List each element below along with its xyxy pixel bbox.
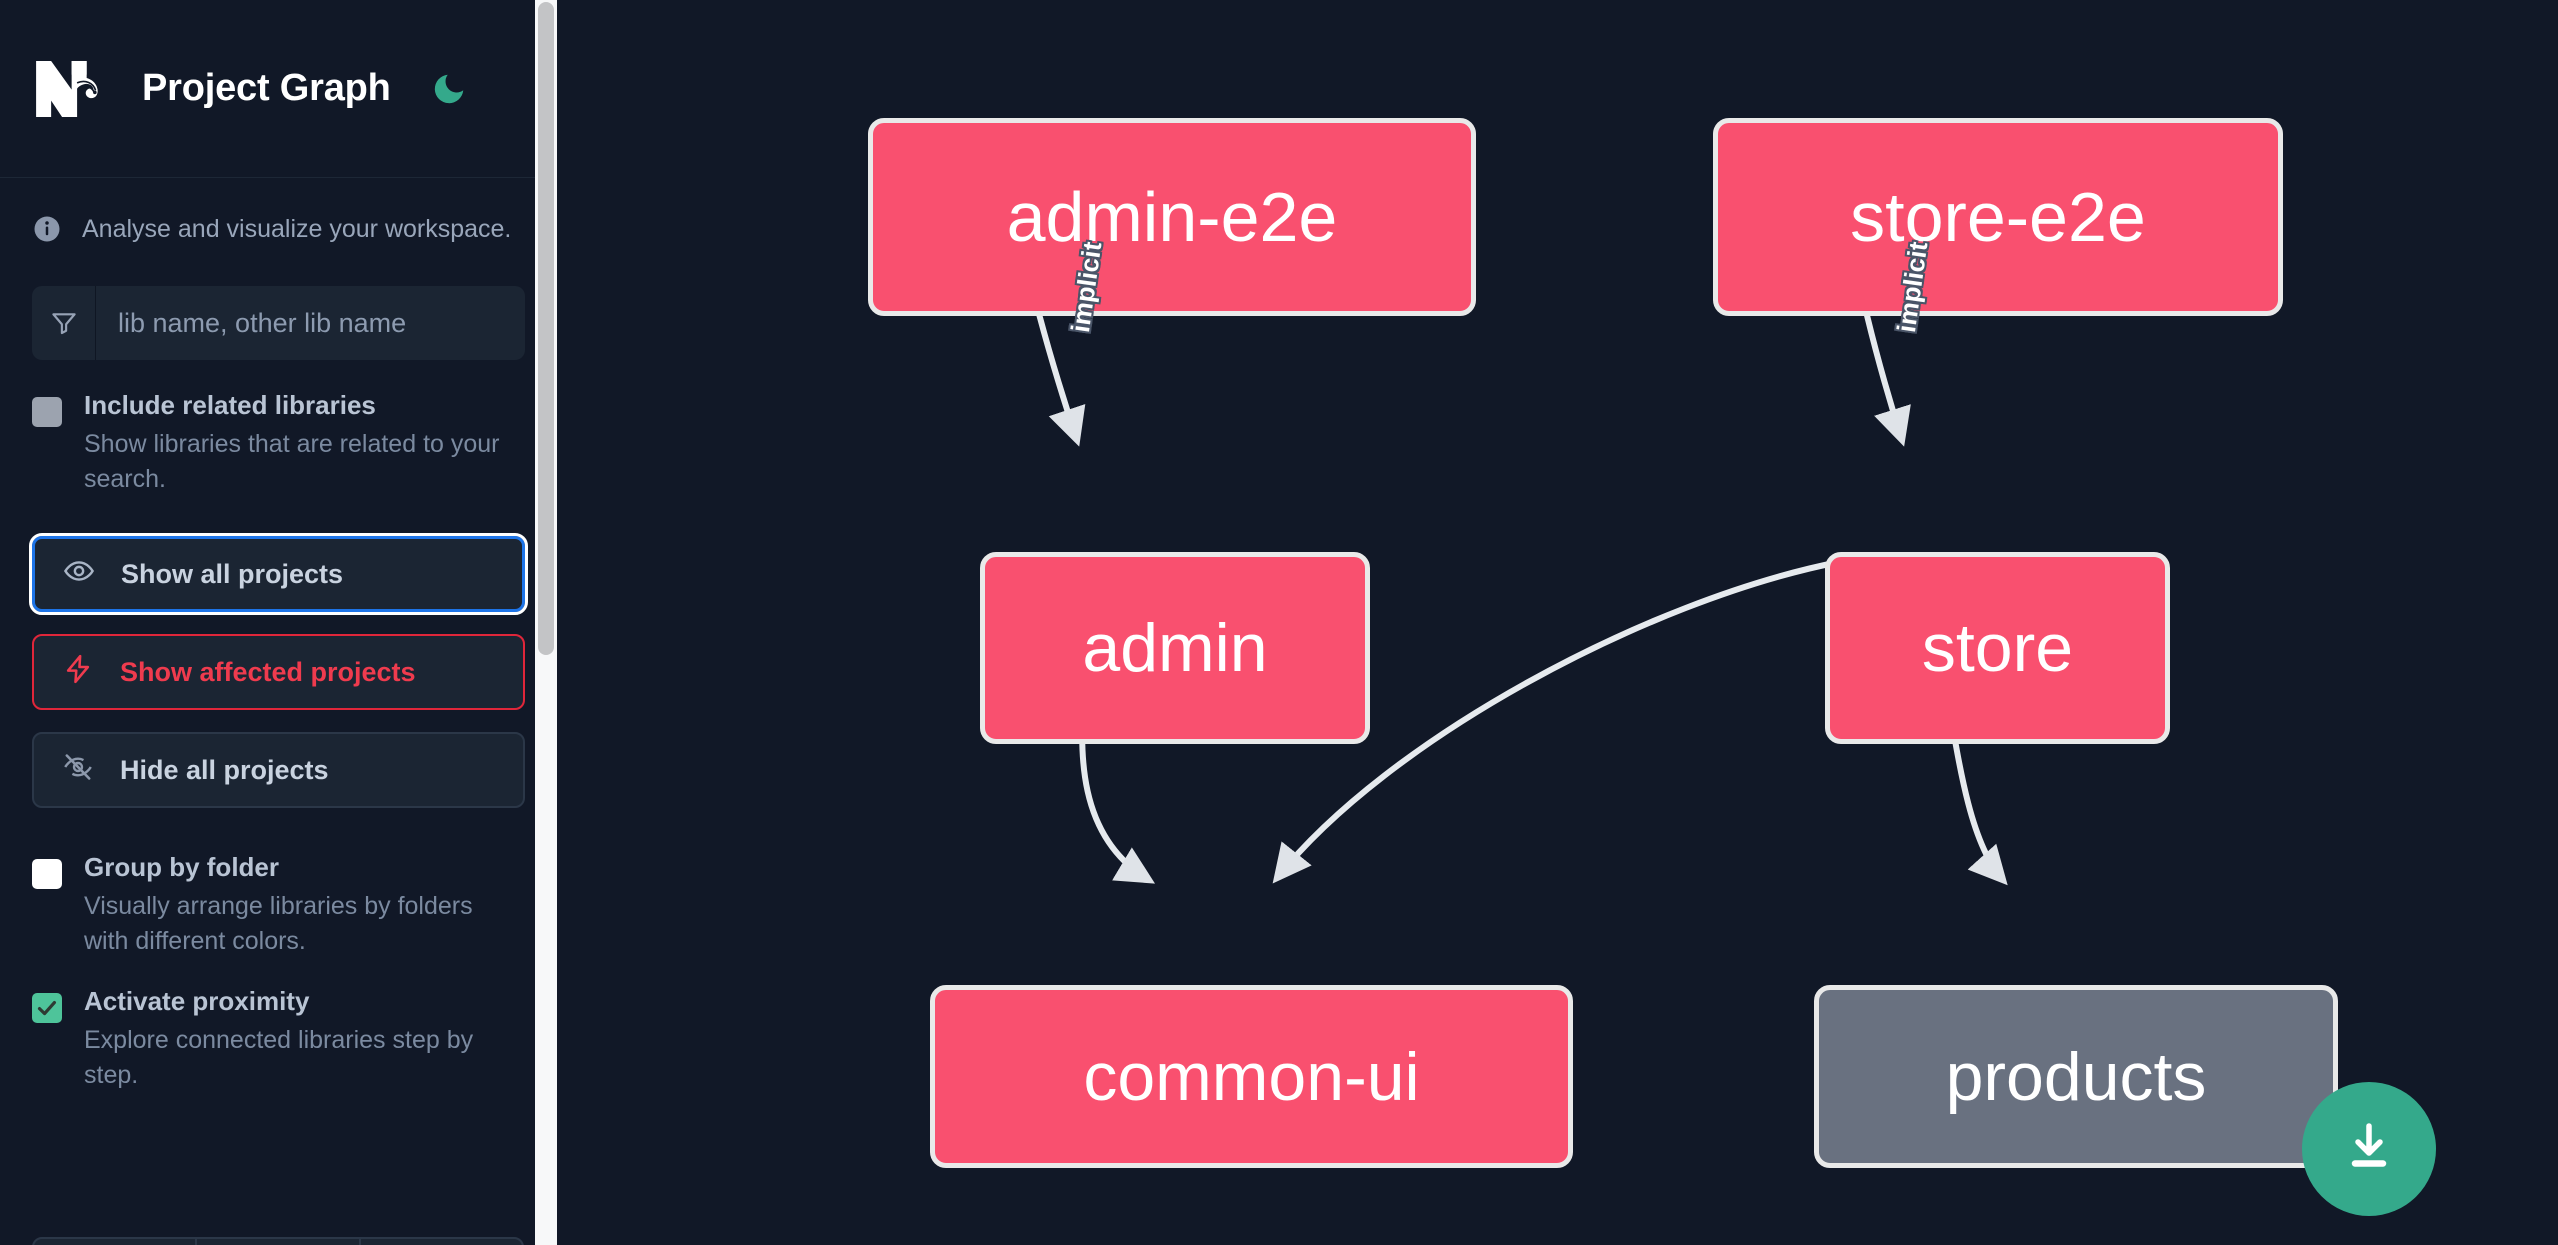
filter-box [32, 286, 525, 360]
segment-2[interactable] [197, 1239, 361, 1245]
checkbox-include-related-libraries-box[interactable] [32, 397, 62, 427]
checkbox-include-related-libraries[interactable]: Include related libraries Show libraries… [0, 360, 557, 496]
checkbox-activate-proximity-description: Explore connected libraries step by step… [84, 1026, 474, 1089]
edge-store-to-common-ui [1272, 559, 1840, 884]
filter-section [0, 264, 557, 360]
graph-node-admin[interactable]: admin [980, 552, 1370, 744]
checkbox-group-by-folder[interactable]: Group by folder Visually arrange librari… [0, 808, 557, 958]
show-affected-projects-button[interactable]: Show affected projects [32, 634, 525, 710]
show-affected-projects-label: Show affected projects [120, 656, 416, 687]
checkbox-activate-proximity-box[interactable] [32, 993, 62, 1023]
checkbox-group-by-folder-description: Visually arrange libraries by folders wi… [84, 892, 473, 955]
sidebar-content: Project Graph Analyse and visualize your… [0, 0, 557, 1245]
sidebar-scrollbar-thumb[interactable] [538, 2, 554, 655]
bottom-segmented-control[interactable] [32, 1237, 524, 1245]
hide-all-projects-label: Hide all projects [120, 754, 329, 785]
graph-node-admin-label: admin [1082, 610, 1268, 686]
download-image-button[interactable] [2302, 1082, 2436, 1216]
checkbox-include-related-libraries-label: Include related libraries [84, 390, 376, 420]
hide-all-projects-button[interactable]: Hide all projects [32, 732, 525, 808]
download-icon [2339, 1117, 2399, 1182]
checkbox-activate-proximity[interactable]: Activate proximity Explore connected lib… [0, 958, 557, 1092]
graph-node-store-e2e[interactable]: store-e2e [1713, 118, 2283, 316]
checkbox-group-by-folder-box[interactable] [32, 859, 62, 889]
eye-off-icon [62, 751, 94, 790]
graph-node-admin-e2e-label: admin-e2e [1006, 178, 1338, 256]
moon-icon[interactable] [427, 67, 471, 111]
search-input[interactable] [96, 286, 525, 360]
show-all-projects-button[interactable]: Show all projects [29, 533, 528, 615]
checkbox-include-related-libraries-description: Show libraries that are related to your … [84, 430, 500, 493]
graph-node-admin-e2e[interactable]: admin-e2e [868, 118, 1476, 316]
checkbox-group-by-folder-label: Group by folder [84, 852, 279, 882]
graph-node-store-e2e-label: store-e2e [1850, 178, 2146, 256]
eye-icon [63, 555, 95, 594]
sidebar: Project Graph Analyse and visualize your… [0, 0, 557, 1245]
segment-1[interactable] [34, 1239, 198, 1245]
tagline: Analyse and visualize your workspace. [0, 178, 557, 264]
lightning-bolt-icon [62, 653, 94, 692]
graph-canvas[interactable]: admin-e2e store-e2e admin store common-u… [557, 0, 2558, 1245]
nx-logo-icon [32, 58, 114, 120]
graph-node-common-ui[interactable]: common-ui [930, 985, 1573, 1168]
show-all-projects-label: Show all projects [121, 558, 344, 589]
tagline-text: Analyse and visualize your workspace. [82, 214, 512, 243]
page-title: Project Graph [142, 67, 391, 109]
graph-node-store-label: store [1921, 610, 2074, 686]
sidebar-header: Project Graph [0, 0, 557, 178]
graph-node-store[interactable]: store [1825, 552, 2170, 744]
checkbox-activate-proximity-label: Activate proximity [84, 986, 310, 1016]
info-icon [32, 214, 62, 244]
graph-node-products[interactable]: products [1814, 985, 2338, 1168]
sidebar-scrollbar[interactable] [535, 0, 557, 1245]
graph-node-products-label: products [1945, 1038, 2207, 1115]
funnel-filter-icon[interactable] [32, 286, 96, 360]
graph-node-common-ui-label: common-ui [1083, 1038, 1420, 1115]
segment-3[interactable] [361, 1239, 522, 1245]
visibility-button-group: Show all projects Show affected projects [0, 496, 557, 808]
